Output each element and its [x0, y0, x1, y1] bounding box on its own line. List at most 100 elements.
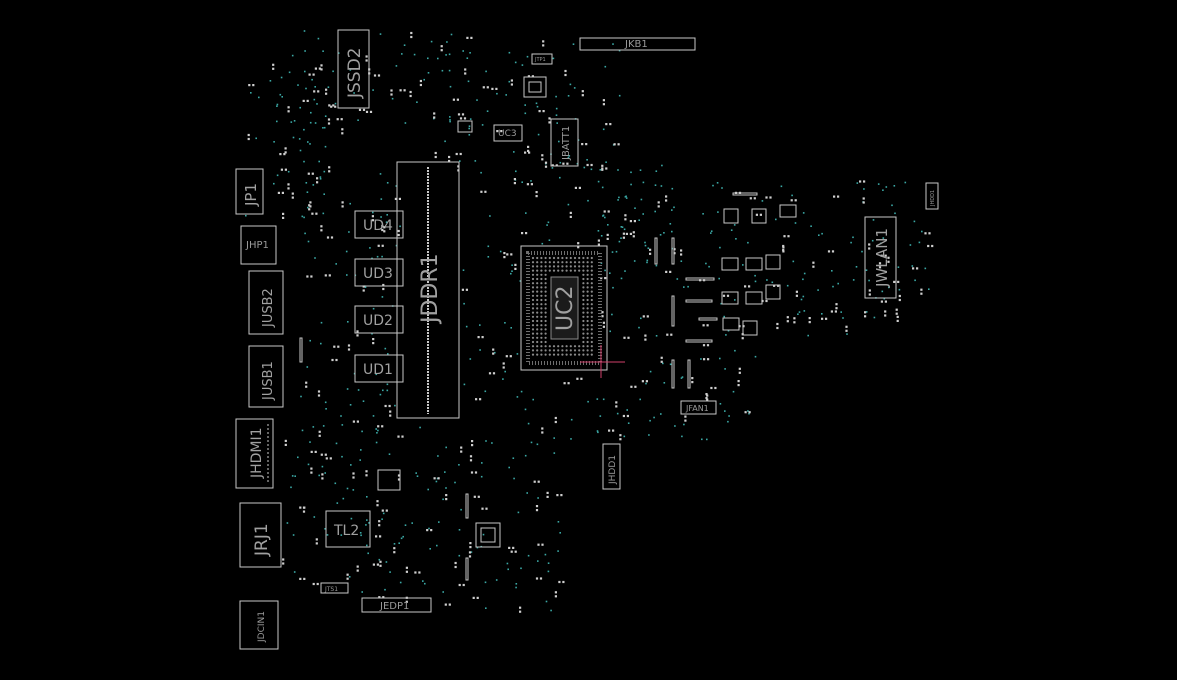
via	[336, 502, 339, 504]
power-part-outline	[745, 291, 763, 305]
via	[766, 279, 768, 281]
via	[292, 136, 295, 139]
ic-near-jkb1[interactable]	[523, 76, 547, 98]
bga-ball	[569, 265, 572, 268]
smd-component	[302, 506, 306, 513]
bga-ball	[540, 319, 543, 323]
connector-jssd2[interactable]: JSSD2	[337, 29, 370, 109]
ic-bottom-mid[interactable]	[475, 522, 501, 548]
bga-ball	[552, 261, 556, 264]
connector-jbatt1[interactable]: JBATT1	[550, 118, 579, 167]
via	[314, 122, 317, 124]
connector-jedp1[interactable]: JEDP1	[361, 597, 432, 613]
via	[476, 546, 479, 549]
ram-chip-ud3[interactable]: UD3	[354, 258, 404, 287]
via	[615, 250, 618, 253]
via	[680, 377, 683, 379]
via	[449, 120, 451, 123]
smd-component	[625, 232, 632, 235]
via	[323, 170, 326, 173]
via	[780, 185, 783, 188]
smd-component	[597, 239, 600, 246]
via	[311, 78, 313, 81]
connector-jkb1[interactable]: JKB1	[579, 37, 696, 51]
smd-component	[506, 253, 513, 256]
smd-component	[786, 316, 789, 323]
ram-chip-ud4[interactable]: UD4	[354, 210, 404, 239]
smd-component	[376, 500, 379, 507]
ram-chip-ud2[interactable]: UD2	[354, 305, 404, 334]
cpu-uc2[interactable]: UC2	[520, 245, 625, 378]
via	[437, 455, 439, 457]
via	[378, 558, 381, 561]
connector-jfan1[interactable]: JFAN1	[680, 400, 717, 415]
bga-ball	[561, 353, 564, 356]
via	[320, 342, 322, 345]
ic-led-group[interactable]	[457, 120, 473, 133]
via	[510, 272, 512, 275]
via	[391, 97, 394, 100]
via	[630, 183, 632, 186]
bga-ball	[582, 315, 585, 318]
smd-component	[660, 356, 663, 363]
bga-ball	[561, 345, 564, 348]
smd-component	[309, 201, 312, 208]
power-part-outline	[721, 291, 739, 305]
bga-ball	[582, 303, 585, 306]
connector-jp1[interactable]: JP1	[235, 168, 264, 215]
ic-ul1[interactable]	[377, 469, 401, 491]
via	[515, 170, 517, 173]
smd-component	[473, 495, 480, 498]
bga-ball	[565, 256, 568, 260]
connector-jhdmi1[interactable]: JHDMI1	[235, 418, 274, 489]
connector-jhp1[interactable]: JHP1	[240, 225, 277, 265]
bga-ball	[544, 307, 547, 310]
connector-jts1[interactable]: JTS1	[320, 582, 349, 594]
connector-jhdd1[interactable]: JHDD1	[602, 443, 621, 490]
via	[364, 286, 367, 288]
via	[536, 105, 539, 108]
ram-chip-ud1[interactable]: UD1	[354, 354, 404, 383]
via	[348, 576, 351, 578]
via	[381, 296, 384, 298]
via	[366, 544, 368, 547]
power-part-outline	[745, 257, 763, 271]
chip-uc3[interactable]: UC3	[493, 124, 523, 142]
connector-jrj1[interactable]: JRJ1	[239, 502, 282, 568]
smd-component	[440, 45, 443, 52]
connector-jtp1[interactable]: JTP1	[531, 53, 553, 65]
bga-ball	[544, 303, 547, 306]
smd-component	[622, 414, 629, 418]
smd-component	[862, 197, 865, 204]
smd-component	[468, 551, 472, 558]
bga-ball	[531, 277, 535, 281]
connector-jusb1[interactable]: JUSB1	[248, 345, 284, 408]
bga-ball	[544, 290, 547, 293]
smd-component	[287, 106, 290, 113]
via	[617, 169, 619, 171]
bga-ball	[582, 332, 585, 335]
connector-jusb2[interactable]: JUSB2	[248, 270, 284, 335]
transformer-tl2[interactable]: TL2	[325, 510, 371, 548]
via	[645, 382, 647, 385]
via	[499, 250, 502, 253]
via	[445, 54, 447, 56]
smd-component	[466, 36, 473, 39]
via	[307, 206, 309, 209]
connector-jwlan1[interactable]: JWLAN1	[864, 216, 897, 299]
bga-ball	[590, 324, 593, 327]
tl2-label: TL2	[333, 523, 359, 539]
bga-ball	[544, 332, 547, 335]
connector-jhdd-small[interactable]: JHDD1	[925, 182, 939, 210]
via	[659, 234, 662, 236]
bga-ball	[586, 286, 589, 289]
connector-jddr1[interactable]: JDDR1	[396, 161, 460, 419]
via	[516, 396, 519, 398]
connector-jdcin1[interactable]: JDCIN1	[239, 600, 279, 650]
smd-component	[356, 565, 359, 572]
via	[250, 92, 252, 94]
smd-component	[248, 84, 255, 87]
smd-component	[313, 90, 320, 93]
smd-component	[381, 224, 384, 232]
bga-ball	[536, 315, 539, 318]
